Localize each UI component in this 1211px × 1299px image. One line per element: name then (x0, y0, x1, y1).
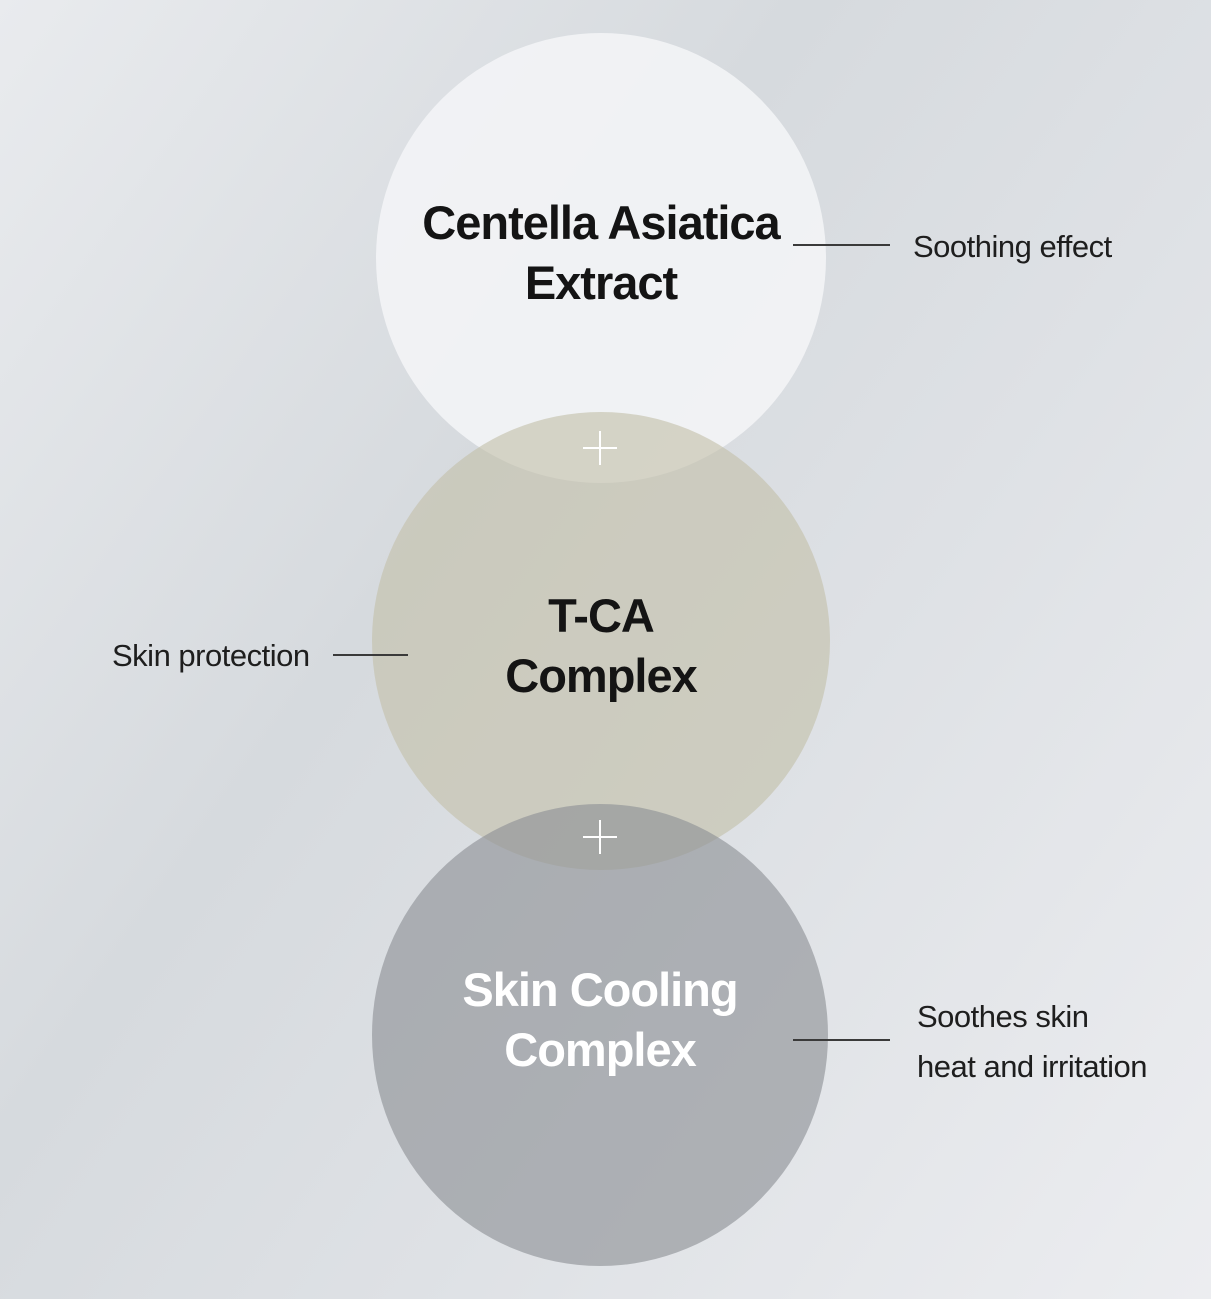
benefit-label-line: Soothes skin (917, 999, 1089, 1034)
ingredient-name-line: Complex (505, 649, 697, 702)
connector-line-cooling (793, 1039, 890, 1041)
benefit-label-line: heat and irritation (917, 1049, 1148, 1084)
ingredient-name: Skin Cooling Complex (462, 960, 738, 1080)
ingredient-circle-centella: Centella Asiatica Extract (376, 33, 826, 483)
ingredient-circle-tca: T-CA Complex (372, 412, 830, 870)
connector-line-soothing (793, 244, 890, 246)
ingredient-name-line: Complex (504, 1023, 696, 1076)
ingredient-circle-skin-cooling: Skin Cooling Complex (372, 804, 828, 1266)
benefit-label-cooling: Soothes skin heat and irritation (917, 992, 1148, 1092)
ingredient-name-line: Centella Asiatica (422, 196, 780, 249)
benefit-label-line: Skin protection (112, 638, 310, 673)
ingredient-name: Centella Asiatica Extract (422, 193, 780, 313)
benefit-label-protection: Skin protection (112, 631, 310, 681)
ingredient-name-line: Extract (524, 256, 678, 309)
connector-line-protection (333, 654, 408, 656)
benefit-label-line: Soothing effect (913, 229, 1112, 264)
plus-icon (583, 431, 617, 465)
ingredient-name-line: T-CA (548, 589, 655, 642)
ingredient-name: T-CA Complex (505, 586, 697, 706)
benefit-label-soothing: Soothing effect (913, 222, 1112, 272)
plus-icon (583, 820, 617, 854)
ingredient-name-line: Skin Cooling (462, 963, 738, 1016)
